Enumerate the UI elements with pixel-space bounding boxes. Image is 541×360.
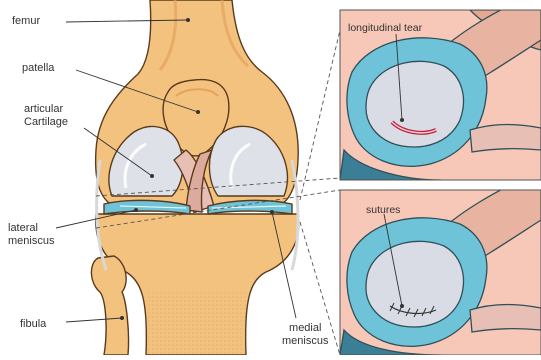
label-patella: patella xyxy=(22,62,54,75)
fibula-bone xyxy=(91,256,128,355)
knee-main xyxy=(91,0,298,355)
label-articular-cartilage: articular Cartilage xyxy=(24,103,68,129)
inset-tear-title: longitudinal tear xyxy=(348,22,422,34)
label-medial-meniscus: medial meniscus xyxy=(282,322,328,348)
inset-sutures-title: sutures xyxy=(366,204,400,216)
label-femur: femur xyxy=(12,15,40,28)
label-lateral-meniscus: lateral meniscus xyxy=(8,222,54,248)
label-fibula: fibula xyxy=(20,318,46,331)
